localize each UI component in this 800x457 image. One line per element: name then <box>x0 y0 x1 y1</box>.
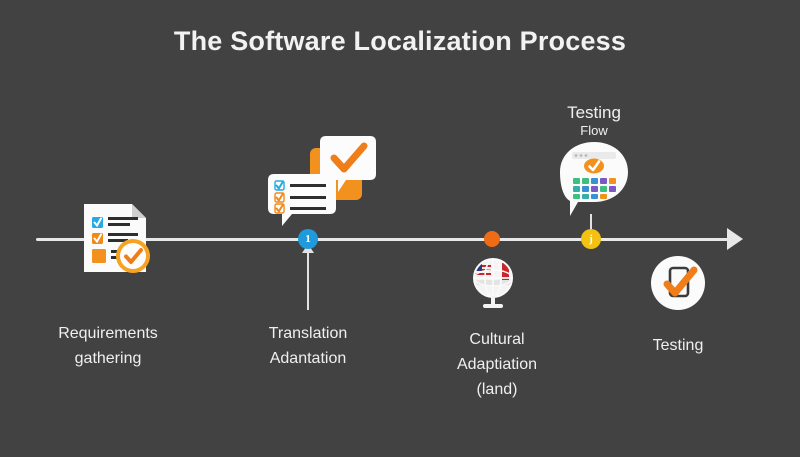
timeline-marker-1[interactable]: 1 <box>298 229 318 249</box>
step-label-cultural: Cultural Adaptiation (land) <box>456 331 538 398</box>
document-checklist-icon <box>80 200 152 280</box>
connector-stem-translation <box>307 248 309 310</box>
mobile-check-icon <box>650 255 706 311</box>
timeline-marker-j-label: j <box>589 233 593 245</box>
testing-flow-caption-line1: Testing <box>567 103 621 122</box>
page-title: The Software Localization Process <box>173 26 627 56</box>
globe-flags-icon <box>464 256 522 312</box>
step-label-testing: Testing <box>652 337 704 354</box>
testing-flow-caption: Testing Flow <box>534 102 654 140</box>
step-label-requirements: Requirements gathering <box>58 325 158 367</box>
connector-stem-testing-flow <box>590 214 592 238</box>
step-label-translation: Translation Adantation <box>268 325 348 367</box>
testing-flow-caption-line2: Flow <box>580 123 608 139</box>
timeline-marker-cultural[interactable] <box>484 231 500 247</box>
chat-bubbles-icon <box>268 132 378 227</box>
timeline-axis <box>36 238 736 241</box>
testing-window-bubble-icon <box>556 140 632 220</box>
timeline-marker-j[interactable]: j <box>581 229 601 249</box>
timeline-marker-1-label: 1 <box>305 233 311 245</box>
timeline-arrowhead-icon <box>727 228 743 250</box>
